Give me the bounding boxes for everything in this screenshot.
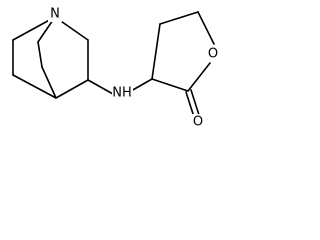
bond-c8-c7 <box>37 41 43 68</box>
bond-c5prime-o <box>197 11 215 45</box>
bond-c3prime-c4prime <box>151 23 161 80</box>
atom-label-ring-oxygen: O <box>208 47 218 62</box>
structure-canvas: N NH O O <box>0 0 234 132</box>
bond-nh-c3prime <box>130 78 153 92</box>
bond-c4prime-c5prime <box>159 11 199 25</box>
bond-c2prime-c3prime <box>151 78 189 92</box>
bond-c3-c4 <box>55 79 89 99</box>
atom-label-ring-nitrogen: N <box>50 7 60 22</box>
lactone-ring <box>151 11 215 118</box>
atom-labels: N NH O O <box>48 6 220 130</box>
bond-c5-c4 <box>12 74 57 99</box>
bond-c7-c4 <box>41 66 57 99</box>
amine-linker <box>87 78 153 95</box>
atom-label-amine-nh: NH <box>112 86 132 101</box>
bond-carbonyl-1 <box>185 91 195 118</box>
bond-c3-nh <box>87 79 114 95</box>
bond-carbonyl-2 <box>190 89 200 116</box>
molecule-drawing: N NH O O <box>12 6 220 130</box>
atom-label-carbonyl-oxygen: O <box>193 115 203 130</box>
quinuclidine-ring <box>12 16 89 99</box>
bond-o-c2prime <box>187 62 211 92</box>
